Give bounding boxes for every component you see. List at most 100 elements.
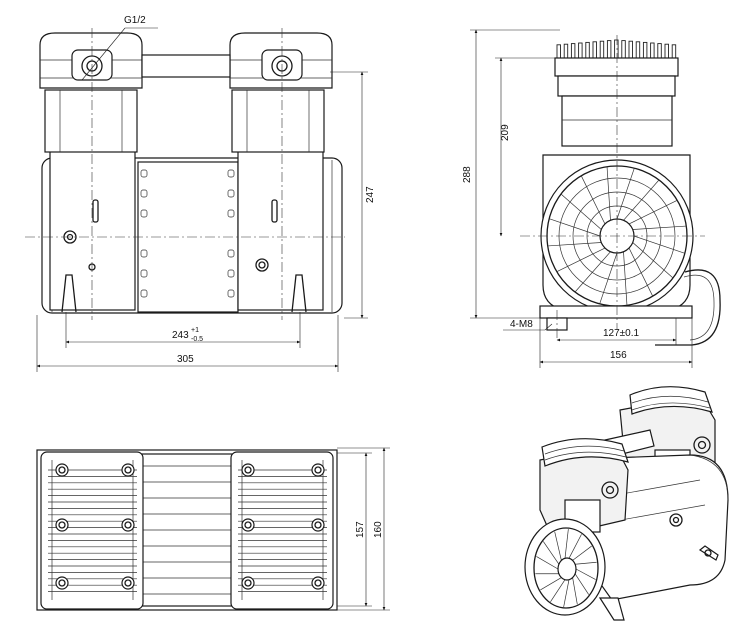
top-bolts (55, 463, 325, 590)
bolt-head (121, 463, 135, 477)
iso-fan-spoke (568, 534, 582, 559)
iso-fan-spoke (563, 579, 570, 607)
front-view: G1/2 243 +1 -0.5 305 247 (25, 15, 376, 372)
right-cylinder (231, 89, 325, 153)
fan-spoke (580, 175, 606, 225)
center-ribs (143, 465, 233, 595)
bolt-spacing-label: 127±0.1 (603, 328, 640, 339)
fin (592, 41, 597, 61)
bolt-center (244, 521, 252, 529)
bolt-head (241, 576, 255, 590)
left-slot (92, 199, 99, 223)
left-crankcase (49, 149, 136, 311)
iso-foot-front (598, 597, 625, 621)
valve-plate (557, 75, 676, 97)
iso-fan-spokes (535, 529, 597, 607)
fin (585, 41, 590, 61)
bolt-center (244, 466, 252, 474)
fan-spoke (560, 193, 602, 230)
axis-height-label: 209 (500, 124, 511, 141)
bolt-center (124, 466, 132, 474)
bolt-head (311, 576, 325, 590)
iso-fan-spoke (540, 577, 562, 591)
side-base (539, 305, 693, 319)
width-label: 305 (177, 354, 194, 365)
right-head-top (230, 451, 334, 610)
rib-slots (140, 169, 235, 298)
iso-fan-hub (557, 557, 577, 581)
bolt-head (55, 518, 69, 532)
iso-fan-spoke (543, 541, 560, 565)
iso-fan-spoke (572, 545, 592, 561)
iso-fan-spoke (550, 579, 566, 602)
head-band (554, 57, 679, 77)
mount-tol-upper: +1 (191, 327, 199, 334)
mount-spacing-label: 243 (172, 330, 189, 341)
right-slot (271, 199, 278, 223)
bolt-label: 4-M8 (510, 319, 533, 330)
bolt-center (58, 466, 66, 474)
fin (628, 40, 633, 61)
bolt-center (314, 466, 322, 474)
isometric-view (524, 386, 729, 621)
bolt-head (311, 463, 325, 477)
fan-spoke (549, 218, 601, 237)
fan-spoke (633, 235, 685, 254)
fan-spoke (556, 247, 606, 273)
fin (642, 41, 648, 61)
fan-spoke (628, 247, 654, 297)
top-view: 157 160 (36, 447, 390, 611)
fan-spoke (606, 166, 611, 221)
mount-tol-lower: -0.5 (191, 336, 203, 343)
iso-fan-spoke (536, 556, 559, 570)
bolt-head (121, 576, 135, 590)
iso-fan-spoke (574, 573, 590, 595)
fan-spoke (628, 199, 678, 225)
bolt-head (121, 518, 135, 532)
fan-spoke (547, 242, 602, 247)
left-head-top (40, 451, 144, 610)
power-cable (655, 269, 721, 346)
outer-depth-label: 160 (373, 521, 384, 538)
iso-fan-spoke (554, 531, 562, 561)
fin (606, 40, 612, 61)
bolt-center (124, 521, 132, 529)
bolt-center (58, 579, 66, 587)
right-foot (291, 274, 307, 313)
thread-leader (81, 27, 126, 81)
fan-spoke (623, 179, 660, 221)
iso-fan-spoke (572, 577, 578, 605)
fan-spoke (632, 242, 674, 279)
iso-fan-spoke (575, 568, 596, 580)
bolt-head (55, 576, 69, 590)
fan-spokes (547, 166, 687, 306)
fin (599, 40, 605, 61)
right-crankcase (237, 149, 324, 311)
bolt-head (311, 518, 325, 532)
bolt-head (55, 463, 69, 477)
base-width-label: 156 (610, 350, 627, 361)
fan-spoke (623, 251, 628, 306)
bolt-center (58, 521, 66, 529)
bolt-center (124, 579, 132, 587)
fin (621, 40, 626, 61)
fan-spoke (574, 251, 611, 293)
fan-spoke (616, 168, 635, 220)
fan-spoke (632, 225, 687, 230)
fin (635, 41, 641, 61)
bolt-center (244, 579, 252, 587)
bolt-head (241, 518, 255, 532)
transfer-tube (141, 54, 231, 78)
inner-depth-label: 157 (355, 521, 366, 538)
left-foot (61, 274, 77, 313)
side-view: 288 209 4-M8 127±0.1 156 (462, 29, 721, 368)
thread-label: G1/2 (124, 15, 146, 26)
cooling-fins (556, 39, 677, 61)
fin (614, 39, 619, 61)
overall-height-label: 288 (462, 166, 473, 183)
iso-foot-rear (698, 545, 719, 561)
left-cylinder (44, 89, 138, 153)
bolt-head (241, 463, 255, 477)
fan-spoke (599, 252, 618, 304)
